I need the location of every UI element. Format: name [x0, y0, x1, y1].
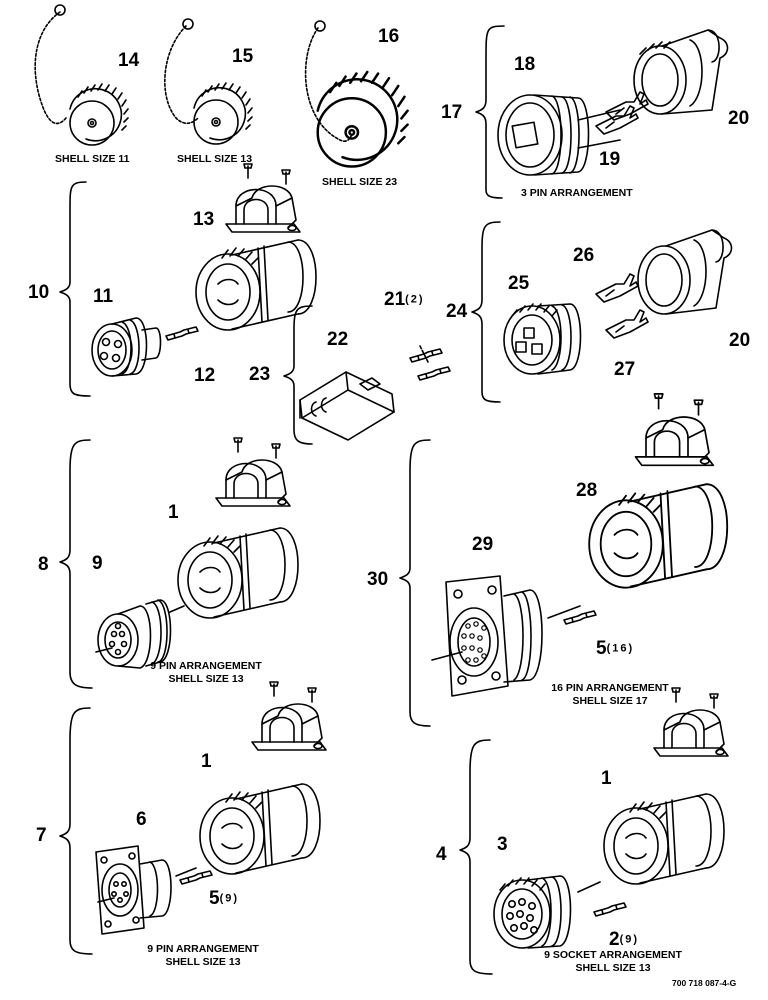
callout-10: 10 — [28, 282, 50, 303]
callout-5-a: 5(16) — [596, 639, 634, 658]
callout-7: 7 — [36, 825, 47, 846]
callout-21-qty: (2) — [405, 293, 425, 306]
callout-22: 22 — [327, 329, 349, 350]
caption-9-pin-a-line2: SHELL SIZE 13 — [168, 673, 244, 685]
group-7 — [59, 681, 327, 955]
callout-9: 9 — [92, 553, 103, 574]
caption-16-pin-line1: 16 PIN ARRANGEMENT — [551, 682, 669, 694]
group-4 — [459, 687, 729, 975]
caption-9-pin-a-line1: 9 PIN ARRANGEMENT — [150, 660, 262, 672]
callout-5-b-number: 5 — [209, 888, 220, 909]
callout-17: 17 — [441, 102, 463, 123]
group-8 — [59, 437, 299, 689]
callout-5-b-qty: (9) — [219, 892, 240, 905]
caption-9-pin-a: 9 PIN ARRANGEMENT SHELL SIZE 13 — [145, 660, 267, 686]
group-23 — [283, 305, 451, 445]
callout-29: 29 — [472, 534, 494, 555]
caption-shell-size-13: SHELL SIZE 13 — [177, 153, 253, 165]
callout-6: 6 — [136, 809, 147, 830]
group-24 — [471, 221, 733, 403]
callout-1-b: 1 — [201, 751, 212, 772]
group-10 — [59, 163, 317, 397]
caption-16-pin-line2: SHELL SIZE 17 — [572, 695, 648, 707]
group-30 — [399, 393, 729, 727]
callout-28: 28 — [576, 480, 598, 501]
caption-16-pin: 16 PIN ARRANGEMENT SHELL SIZE 17 — [546, 682, 674, 708]
callout-21-number: 21 — [384, 289, 406, 310]
callout-5-a-qty: (16) — [606, 642, 635, 655]
callout-5-a-number: 5 — [596, 638, 607, 659]
callout-23: 23 — [249, 364, 271, 385]
figure-code: 700 718 087-4-G — [672, 978, 737, 988]
callout-27: 27 — [614, 359, 636, 380]
callout-2-number: 2 — [609, 929, 620, 950]
callout-30: 30 — [367, 569, 389, 590]
callout-12: 12 — [194, 365, 216, 386]
caption-3-pin: 3 PIN ARRANGEMENT — [521, 187, 633, 199]
callout-24: 24 — [446, 301, 468, 322]
callout-14: 14 — [118, 50, 140, 71]
caption-9-socket-line1: 9 SOCKET ARRANGEMENT — [544, 949, 682, 961]
callout-11: 11 — [93, 286, 114, 307]
cap-15-shell-13 — [164, 18, 253, 145]
callout-16: 16 — [378, 26, 400, 47]
caption-shell-size-23: SHELL SIZE 23 — [322, 176, 398, 188]
callout-20-top: 20 — [728, 108, 750, 129]
callout-20-mid: 20 — [729, 330, 751, 351]
callout-1-c: 1 — [601, 768, 612, 789]
callout-3: 3 — [497, 834, 508, 855]
callout-2: 2(9) — [609, 930, 639, 949]
callout-8: 8 — [38, 554, 49, 575]
caption-9-pin-b: 9 PIN ARRANGEMENT SHELL SIZE 13 — [142, 943, 264, 969]
caption-9-pin-b-line1: 9 PIN ARRANGEMENT — [147, 943, 259, 955]
callout-25: 25 — [508, 273, 530, 294]
callout-19: 19 — [599, 149, 621, 170]
caption-9-pin-b-line2: SHELL SIZE 13 — [165, 956, 241, 968]
callout-18: 18 — [514, 54, 536, 75]
group-17-3-pin — [475, 25, 729, 199]
callout-5-b: 5(9) — [209, 889, 239, 908]
callout-4: 4 — [436, 844, 447, 865]
cap-16-shell-23 — [304, 20, 409, 168]
callout-1-a: 1 — [168, 502, 179, 523]
callout-26: 26 — [573, 245, 595, 266]
caption-shell-size-11: SHELL SIZE 11 — [55, 153, 130, 165]
caption-9-socket-line2: SHELL SIZE 13 — [575, 962, 651, 974]
callout-2-qty: (9) — [619, 933, 640, 946]
caption-9-socket: 9 SOCKET ARRANGEMENT SHELL SIZE 13 — [543, 949, 683, 975]
callout-15: 15 — [232, 46, 254, 67]
callout-21: 21(2) — [384, 290, 425, 309]
callout-13: 13 — [193, 209, 215, 230]
cap-14-shell-11 — [34, 4, 129, 146]
